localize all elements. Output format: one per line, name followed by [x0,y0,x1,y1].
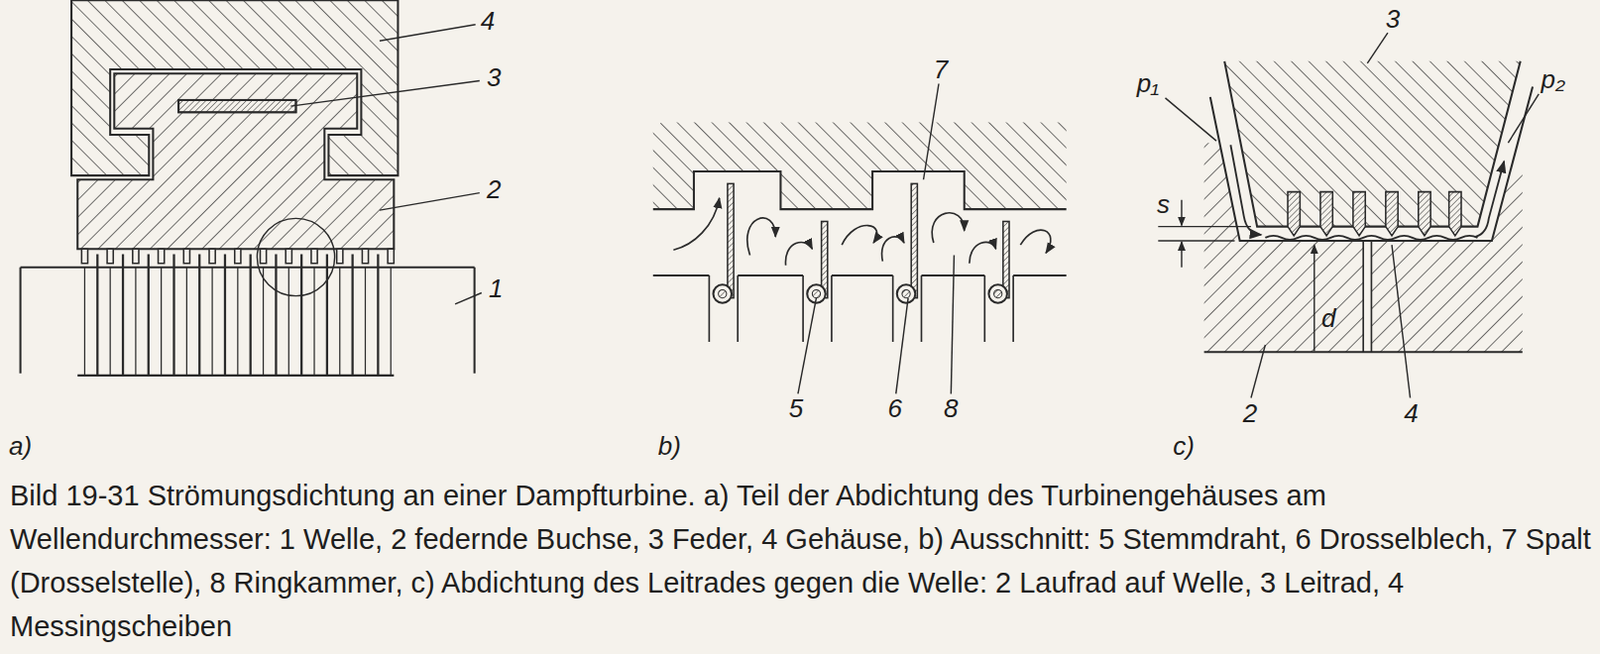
shaft [84,267,391,376]
caulking-wire [988,284,1008,304]
figure-label: b) [658,433,682,459]
caulking-wire [713,284,1008,304]
leader-line [923,84,939,181]
leader-line [1391,244,1411,398]
brass-disc [1287,192,1462,236]
flow-arrow [1264,235,1478,240]
callout-number: 3 [486,64,501,91]
callout-number: 3 [1385,5,1400,32]
leader-line [455,293,482,305]
housing [653,171,1067,210]
caulking-wire [811,289,820,298]
running-wheel [1363,240,1372,352]
dimension-line [1180,200,1182,227]
flow-arrow [1020,229,1050,253]
leader-line [950,254,954,394]
figure-caption: Bild 19-31 Strömungsdichtung an einer Da… [9,473,1593,649]
leader-line [896,298,909,395]
flow-arrow [841,226,877,246]
dimension-line [1313,244,1315,351]
flow-arrow [785,242,812,266]
dimension-line [1157,227,1252,241]
brass-disc [1287,192,1462,236]
leader-line [379,193,480,211]
callout-number: 6 [887,395,902,422]
shaft [20,267,475,376]
dimension-label: s [1156,191,1170,218]
throttle-sheet [727,183,1010,298]
callout-number: 4 [1403,400,1418,427]
flow-arrow [747,218,777,256]
spring-bushing [77,73,394,263]
figure-c [1157,32,1539,399]
detail-circle [256,218,335,296]
dimension-label: d [1321,305,1336,332]
rotor [708,275,1014,343]
spring [178,100,296,113]
callout-number: 5 [789,395,803,422]
caulking-wire [718,289,727,298]
figure-a [20,0,482,376]
spring-bushing [77,73,394,249]
spring [178,100,296,113]
throttle-sheet [727,183,734,298]
leader-line [1165,98,1217,141]
running-wheel [1363,241,1372,352]
leader-line [379,24,476,41]
leader-line [290,80,479,107]
flow-arrow [1230,144,1261,235]
caulking-wire [994,289,1003,298]
spring-bushing [81,248,394,263]
shaft [20,253,475,375]
flow-arrow [931,213,965,243]
flow-arrow [1475,161,1504,237]
guide-wheel [1224,61,1521,228]
flow-arrow [1230,144,1504,240]
callout-number: 7 [933,56,948,83]
flow-arrow [673,198,1050,266]
figure-b [653,84,1067,395]
guide-wheel [1224,61,1521,228]
leader-line [1251,344,1265,399]
dimension-line [1180,241,1182,268]
flow-arrow [969,241,997,263]
leader-line [1165,32,1540,399]
callout-number: 2 [486,176,501,203]
callout-number: 2 [1243,400,1258,427]
leader-line [1507,94,1539,143]
leader-line [798,84,954,395]
pressure-label: p₁ [1137,70,1160,97]
guide-wheel [1224,61,1521,228]
housing [653,122,1067,210]
figure-label: c) [1172,433,1195,459]
housing [653,122,1067,210]
spring [178,100,296,113]
flow-arrow [882,236,905,262]
leader-line [290,24,481,305]
figure-label: a) [8,433,32,459]
brass-disc [1287,192,1462,236]
caulking-wire [713,284,733,304]
leader-line [1367,32,1388,64]
dimension-line [1157,200,1314,351]
flow-arrow [673,198,719,250]
callout-number: 1 [488,275,503,302]
caulking-wire [897,284,916,304]
caulking-wire [902,289,911,298]
leader-line [798,298,817,395]
callout-number: 8 [943,395,958,422]
detail-circle [256,218,335,296]
pressure-label: p₂ [1540,66,1565,93]
throttle-sheet [911,183,917,298]
callout-number: 4 [480,7,495,34]
